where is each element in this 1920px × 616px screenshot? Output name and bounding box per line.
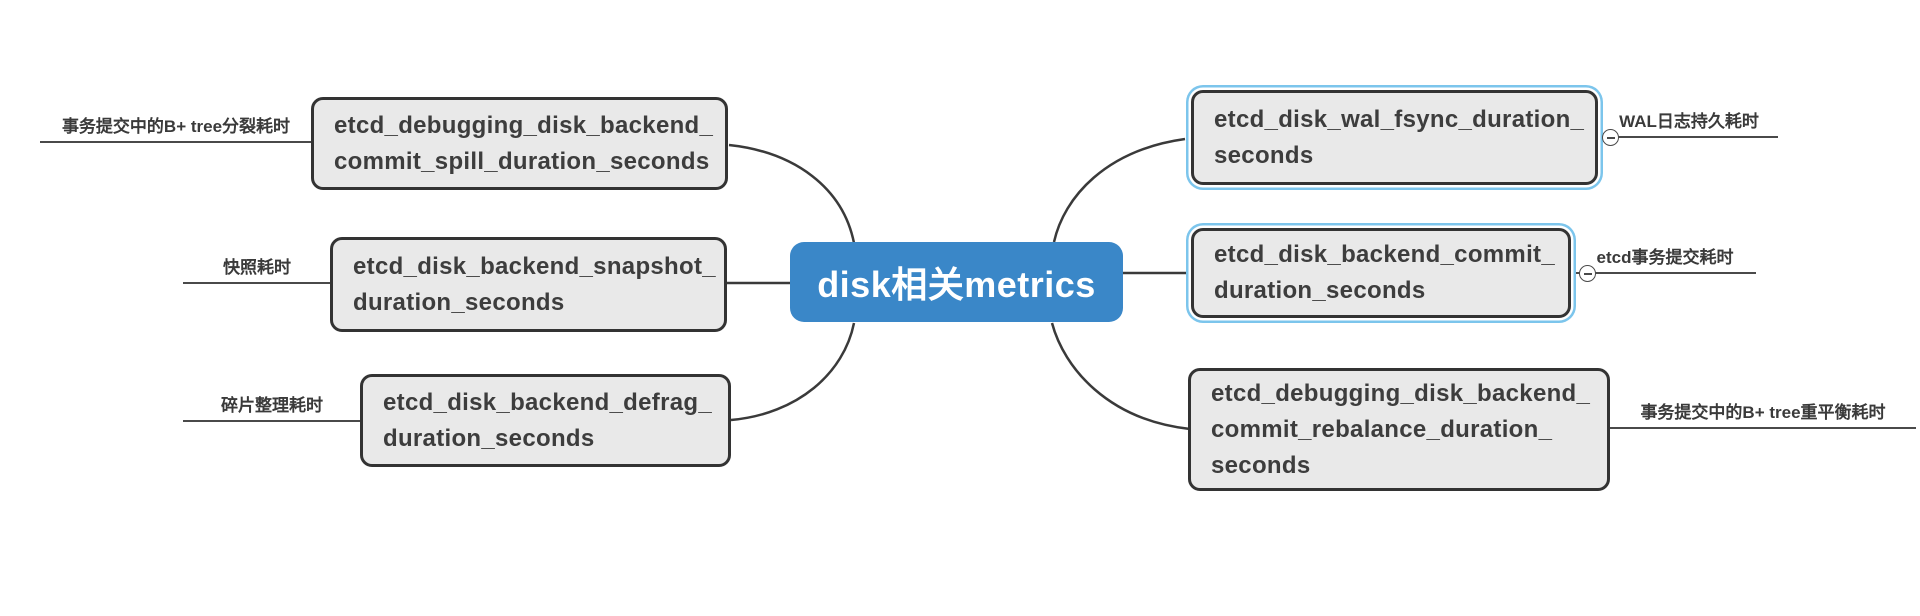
node-wal-fsync[interactable]: etcd_disk_wal_fsync_duration_ seconds [1191, 90, 1598, 185]
node-backend-commit-text: etcd_disk_backend_commit_ duration_secon… [1214, 241, 1555, 304]
node-snapshot-text: etcd_disk_backend_snapshot_ duration_sec… [353, 252, 716, 316]
root-node-label: disk相关metrics [817, 264, 1096, 305]
edge-commit-rebalance [1050, 322, 1191, 431]
node-defrag-text: etcd_disk_backend_defrag_ duration_secon… [383, 388, 712, 452]
node-commit-spill[interactable]: etcd_debugging_disk_backend_ commit_spil… [311, 97, 728, 190]
node-commit-spill-text: etcd_debugging_disk_backend_ commit_spil… [334, 111, 714, 175]
node-commit-rebalance-text: etcd_debugging_disk_backend_ commit_reba… [1211, 379, 1591, 479]
collapse-toggle-icon[interactable] [1602, 129, 1619, 146]
leaf-label-snapshot[interactable]: 快照耗时 [223, 258, 291, 277]
collapse-toggle-icon[interactable] [1579, 265, 1596, 282]
node-backend-commit[interactable]: etcd_disk_backend_commit_ duration_secon… [1191, 228, 1571, 318]
leaf-label-rebalance[interactable]: 事务提交中的B+ tree重平衡耗时 [1640, 403, 1886, 422]
node-defrag[interactable]: etcd_disk_backend_defrag_ duration_secon… [360, 374, 731, 467]
leaf-label-spill[interactable]: 事务提交中的B+ tree分裂耗时 [61, 117, 291, 136]
edge-wal-fsync [1052, 137, 1186, 243]
node-commit-rebalance[interactable]: etcd_debugging_disk_backend_ commit_reba… [1188, 368, 1610, 491]
leaf-label-defrag[interactable]: 碎片整理耗时 [221, 396, 323, 415]
minus-icon [1606, 136, 1615, 139]
node-wal-fsync-text: etcd_disk_wal_fsync_duration_ seconds [1214, 105, 1585, 169]
leaf-label-commit[interactable]: etcd事务提交耗时 [1596, 248, 1734, 267]
minus-icon [1583, 272, 1592, 275]
node-snapshot[interactable]: etcd_disk_backend_snapshot_ duration_sec… [330, 237, 727, 332]
edge-defrag [730, 322, 856, 422]
edge-commit-spill [728, 143, 856, 244]
leaf-label-wal[interactable]: WAL日志持久耗时 [1619, 112, 1759, 131]
root-node[interactable]: disk相关metrics [790, 242, 1123, 322]
